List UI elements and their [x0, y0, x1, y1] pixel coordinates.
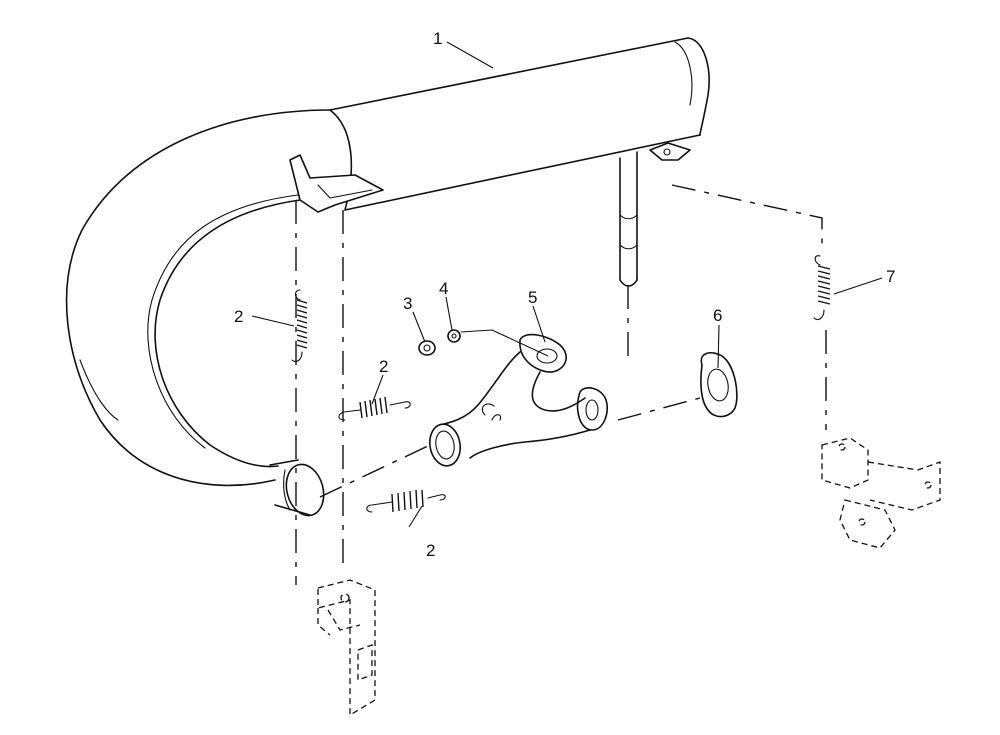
frame-bracket-right: [821, 437, 941, 549]
callout-7: 7: [886, 267, 895, 286]
leader-lines: [251, 41, 883, 528]
callout-3: 3: [403, 294, 412, 313]
nut-part-3: [418, 340, 436, 356]
callout-2-bottom: 2: [426, 541, 435, 560]
spring-bottom: [366, 489, 446, 513]
washer-part-4: [447, 329, 461, 343]
spring-middle: [338, 396, 411, 421]
callout-5: 5: [528, 288, 537, 307]
callout-1: 1: [433, 29, 442, 48]
y-pipe-part-5: [428, 333, 608, 467]
callout-2-middle: 2: [379, 357, 388, 376]
assembly-centerlines: [295, 184, 827, 585]
callout-2-left: 2: [234, 307, 243, 326]
spring-right: [813, 255, 831, 321]
callout-labels: 1 2 2 2 3 4 5 6 7: [234, 29, 895, 560]
frame-bracket-left: [317, 579, 376, 717]
callout-6: 6: [713, 306, 722, 325]
spring-left-vertical: [291, 289, 308, 363]
callout-4: 4: [439, 279, 448, 298]
muffler-assembly: [65, 37, 710, 517]
gasket-part-6: [700, 351, 738, 418]
